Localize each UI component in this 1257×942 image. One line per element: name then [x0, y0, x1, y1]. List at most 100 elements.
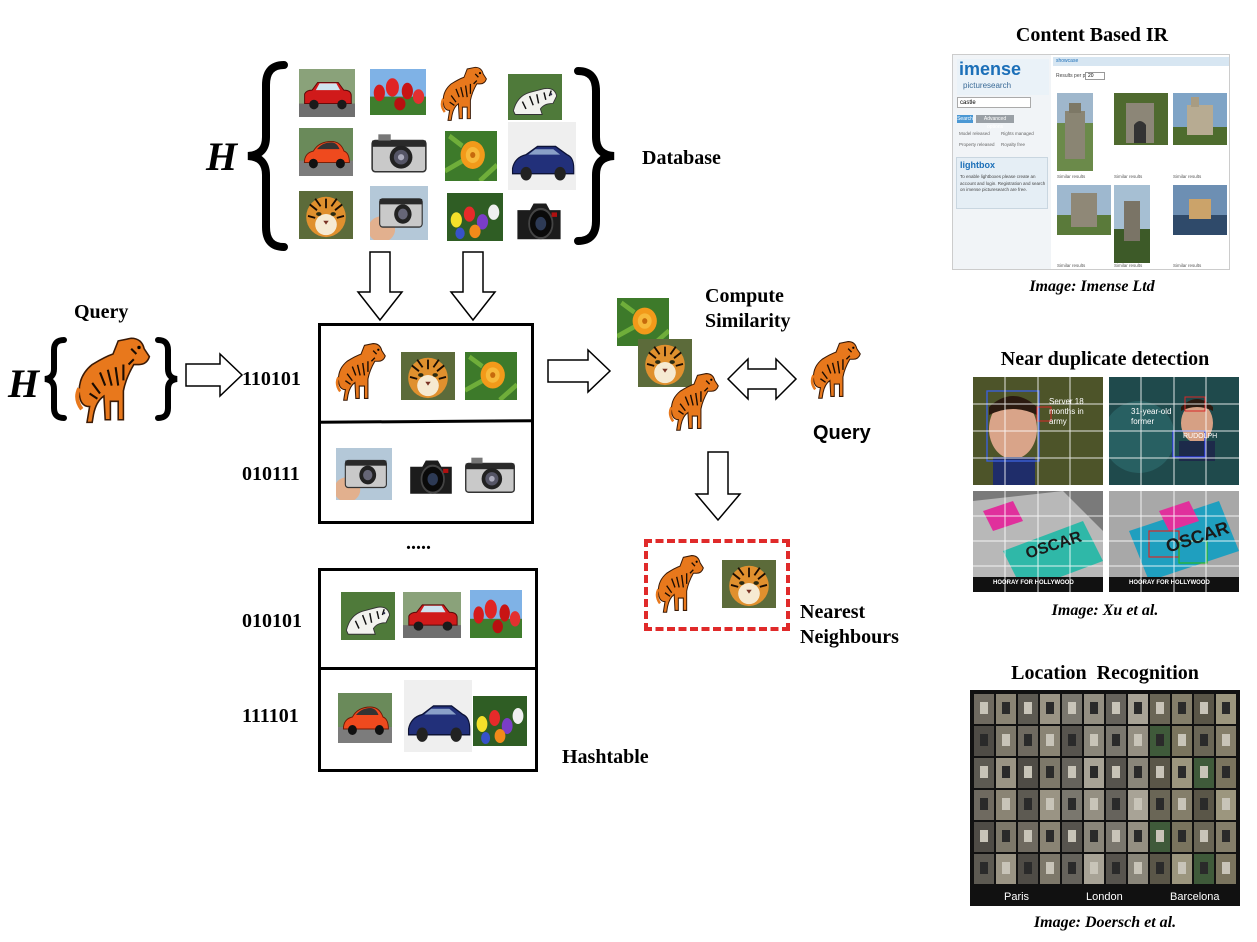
location-patch-window [1002, 702, 1010, 714]
left-brace-icon [44, 337, 67, 421]
result-thumbnail[interactable] [1057, 185, 1111, 235]
hashtable-label: Hashtable [562, 746, 649, 768]
location-patch-window [1068, 862, 1076, 874]
similar-results-link[interactable]: Similar results [1114, 263, 1143, 268]
db-image-silver-camera [368, 126, 430, 178]
lightbox-panel: lightbox To enable lightboxes please cre… [956, 157, 1048, 209]
db-image-camera-in-hand [370, 186, 428, 240]
hashtable-ellipsis: ..... [406, 532, 431, 554]
bucket-image-orange-flower [465, 352, 517, 400]
right-brace-icon [155, 337, 178, 421]
similar-results-link[interactable]: Similar results [1173, 263, 1202, 268]
location-patch-window [1156, 766, 1164, 778]
results-per-page-label: Results per page [1056, 73, 1094, 79]
bucket-image-red-car [403, 592, 461, 638]
near-dup-title: Near duplicate detection [1000, 348, 1210, 370]
results-per-page-select[interactable]: 20 [1085, 72, 1105, 80]
bucket-image-blue-car [404, 680, 472, 752]
result-thumbnail[interactable] [1173, 185, 1227, 235]
bucket-image-black-camera [405, 448, 457, 500]
location-patch-window [1090, 830, 1098, 842]
result-thumbnail[interactable] [1114, 93, 1168, 145]
imense-logo-sub: picturesearch [963, 81, 1012, 90]
cbir-tab[interactable]: showcase [1053, 57, 1229, 66]
near-dup-frame-news-a [973, 377, 1103, 485]
cbir-search-value: castle [960, 100, 976, 106]
location-patch-window [1002, 830, 1010, 842]
similar-results-link[interactable]: Similar results [1057, 263, 1086, 268]
near-dup-caption-a: Server 18 months in army [1049, 397, 1084, 426]
cbir-checkbox[interactable]: Model released [959, 131, 990, 136]
bucket-divider [318, 667, 538, 670]
compute-line: Compute [705, 285, 784, 307]
cbir-advanced-button[interactable]: Advanced options [976, 115, 1014, 130]
near-dup-name-b: RUDOLPH [1183, 433, 1218, 440]
result-thumbnail[interactable] [1057, 93, 1093, 171]
city-label-london: London [1086, 891, 1123, 903]
location-patch-window [980, 766, 988, 778]
location-patch-window [980, 798, 988, 810]
location-patch-window [1222, 766, 1230, 778]
location-patch-window [1046, 830, 1054, 842]
cbir-title: Content Based IR [1015, 24, 1169, 46]
location-patch-window [1178, 734, 1186, 746]
location-patch-window [1134, 798, 1142, 810]
location-patch-window [1222, 862, 1230, 874]
near-dup-caption-b: 31-year-old former [1131, 407, 1172, 426]
bucket-image-tiger [335, 340, 387, 402]
bucket-image-tiger-face [401, 352, 455, 400]
bucket-image-mixed-tulips [473, 696, 527, 746]
cbir-checkbox[interactable]: Property released [959, 142, 995, 147]
db-image-orange-flower [445, 131, 497, 181]
city-label-barcelona: Barcelona [1170, 891, 1220, 903]
query-h-symbol: H [8, 361, 40, 406]
result-thumbnail[interactable] [1114, 185, 1150, 263]
location-patch-window [1134, 766, 1142, 778]
location-patch-window [1200, 798, 1208, 810]
lightbox-text: To enable lightboxes please create an ac… [960, 174, 1046, 192]
location-patch-window [1112, 734, 1120, 746]
location-patch-window [1112, 798, 1120, 810]
location-patch-window [1046, 766, 1054, 778]
location-patch-window [1200, 830, 1208, 842]
hash-code: 010111 [242, 463, 300, 485]
location-patch-window [1178, 830, 1186, 842]
similar-results-link[interactable]: Similar results [1057, 174, 1086, 179]
nearest-line: Nearest [800, 601, 866, 623]
location-patch-window [1200, 862, 1208, 874]
cbir-search-button[interactable]: Search [957, 115, 973, 123]
location-patch-window [1090, 862, 1098, 874]
cbir-checkbox[interactable]: Royalty free [1001, 142, 1026, 147]
location-patch-window [1222, 702, 1230, 714]
db-image-white-tiger [508, 74, 562, 120]
location-patch-grid [974, 694, 1236, 884]
location-patch-window [1024, 830, 1032, 842]
location-image-grid: Paris London Barcelona [970, 690, 1240, 906]
location-patch-window [1090, 702, 1098, 714]
location-patch-window [1046, 734, 1054, 746]
nearest-neighbours-label: Nearest Neighbours [800, 600, 899, 650]
location-patch-window [1090, 798, 1098, 810]
result-thumbnail[interactable] [1173, 93, 1227, 145]
location-patch-window [1046, 862, 1054, 874]
cbir-search-input[interactable]: castle [957, 97, 1031, 108]
location-patch-window [1134, 734, 1142, 746]
similar-results-link[interactable]: Similar results [1173, 174, 1202, 179]
location-patch-window [1134, 702, 1142, 714]
near-dup-banner-a: HOORAY FOR HOLLYWOOD [993, 580, 1074, 586]
neighbours-line: Neighbours [800, 626, 899, 648]
location-patch-window [1002, 862, 1010, 874]
similar-results-link[interactable]: Similar results [1114, 174, 1143, 179]
location-patch-window [1046, 798, 1054, 810]
near-dup-caption: Image: Xu et al. [1051, 602, 1159, 619]
left-brace-icon [247, 61, 288, 251]
imense-logo-main: imense [959, 59, 1022, 79]
neighbour-image-tiger-face [722, 560, 776, 608]
location-patch-window [1222, 798, 1230, 810]
cbir-checkbox[interactable]: Rights managed [1001, 131, 1034, 136]
candidate-image-tiger [668, 370, 720, 432]
location-patch-window [1024, 702, 1032, 714]
location-patch-window [980, 830, 988, 842]
location-patch-window [980, 702, 988, 714]
location-patch-window [980, 862, 988, 874]
